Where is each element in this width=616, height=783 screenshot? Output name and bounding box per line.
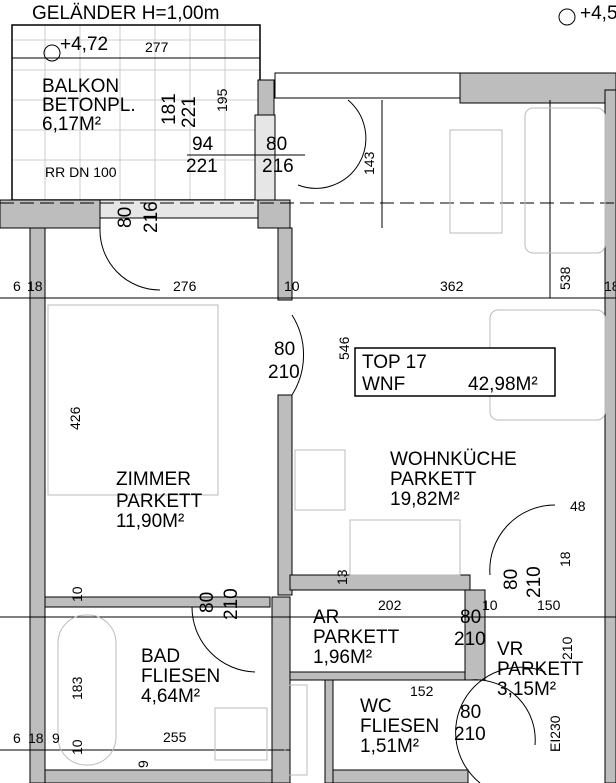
unit-label: WNF	[362, 374, 406, 395]
railing-label: GELÄNDER H=1,00m	[32, 3, 220, 24]
level-label-right: +4,5	[580, 3, 616, 24]
dim-bad-9: 9	[135, 760, 151, 768]
balcony-floor: BETONPL.	[42, 95, 136, 116]
dim-bad-183: 183	[69, 676, 85, 700]
room-wohnkueche-floor: PARKETT	[390, 469, 477, 490]
dim-18: 18	[27, 278, 43, 294]
room-bad-area: 4,64M²	[141, 686, 201, 707]
window-width: 94	[192, 134, 214, 155]
dim-ar-width: 202	[378, 597, 402, 613]
dim-18b: 18	[557, 551, 573, 567]
dim-18-right: 18	[604, 278, 616, 294]
room-wc-floor: FLIESEN	[360, 716, 440, 737]
door-balcony-width: 80	[266, 134, 288, 155]
dim-left-9: 9	[52, 730, 60, 746]
drain-label: RR DN 100	[45, 164, 117, 180]
door-zimmer-width: 80	[274, 339, 296, 360]
unit-name: TOP 17	[362, 352, 427, 373]
dim-left-18: 18	[28, 730, 44, 746]
room-bad-name: BAD	[141, 646, 181, 667]
door-ar-height: 210	[454, 629, 486, 650]
dim-195: 195	[214, 88, 230, 112]
door-bad-width: 80	[197, 591, 218, 613]
dim-143: 143	[361, 151, 377, 175]
room-ar-name: AR	[313, 607, 340, 628]
room-ar-area: 1,96M²	[313, 647, 373, 668]
balcony-area: 6,17M²	[42, 114, 102, 135]
door-bad-height: 210	[221, 588, 242, 620]
dim-221: 221	[179, 96, 200, 128]
unit-box	[354, 347, 556, 397]
dim-bad-10a: 10	[69, 586, 85, 602]
room-vr-area: 3,15M²	[497, 679, 557, 700]
room-wc-area: 1,51M²	[360, 736, 420, 757]
dim-left-6: 6	[13, 730, 21, 746]
door-wohn-width: 80	[501, 568, 522, 590]
door-ar-width: 80	[460, 607, 482, 628]
fire-rating-label: EI230	[547, 715, 563, 752]
door-wohn-height: 210	[524, 566, 545, 598]
door-wc-height: 210	[454, 724, 486, 745]
dim-wall-10: 10	[284, 278, 300, 294]
window-balcony	[99, 199, 259, 219]
door2-width: 80	[115, 206, 136, 228]
dim-210v: 210	[559, 636, 575, 660]
dim-10b: 10	[482, 597, 498, 613]
dim-zimmer-width: 276	[173, 278, 197, 294]
window-height: 221	[186, 156, 218, 177]
balcony-name: BALKON	[42, 76, 120, 97]
room-zimmer-area: 11,90M²	[116, 511, 185, 532]
dim-bad-10b: 10	[69, 739, 85, 755]
dim-6: 6	[13, 278, 21, 294]
dim-wc-152: 152	[410, 683, 434, 699]
dim-181: 181	[159, 93, 180, 125]
window-living	[274, 72, 461, 99]
dim-426: 426	[67, 406, 83, 430]
room-vr-floor: PARKETT	[497, 659, 584, 680]
grid-lines	[12, 25, 260, 200]
dim-538: 538	[557, 266, 573, 290]
room-wc-name: WC	[360, 696, 392, 717]
dim-13: 13	[334, 569, 350, 585]
door-swings	[99, 99, 556, 783]
room-zimmer-floor: PARKETT	[116, 491, 203, 512]
room-wohnkueche-area: 19,82M²	[390, 489, 460, 510]
level-label: +4,72	[60, 34, 109, 55]
room-vr-name: VR	[497, 639, 524, 660]
door-wc-width: 80	[460, 702, 482, 723]
door2-height: 216	[141, 201, 162, 233]
dim-wohn-width: 362	[440, 278, 464, 294]
dim-bad-255: 255	[163, 729, 187, 745]
unit-area: 42,98M²	[468, 374, 538, 395]
room-ar-floor: PARKETT	[313, 627, 400, 648]
dim-48: 48	[570, 498, 586, 514]
level-marker-icon	[43, 44, 61, 62]
dimension-lines	[0, 100, 616, 751]
dim-546: 546	[336, 336, 352, 360]
dim-balcony-width: 277	[145, 39, 169, 55]
dim-vr-width: 150	[537, 597, 561, 613]
door-balcony-height: 216	[262, 156, 294, 177]
room-bad-floor: FLIESEN	[141, 666, 221, 687]
room-wohnkueche-name: WOHNKÜCHE	[390, 449, 517, 470]
door-zimmer-height: 210	[268, 362, 300, 383]
room-zimmer-name: ZIMMER	[116, 469, 191, 490]
window-side	[254, 114, 276, 201]
level-marker-right-icon	[558, 8, 576, 26]
